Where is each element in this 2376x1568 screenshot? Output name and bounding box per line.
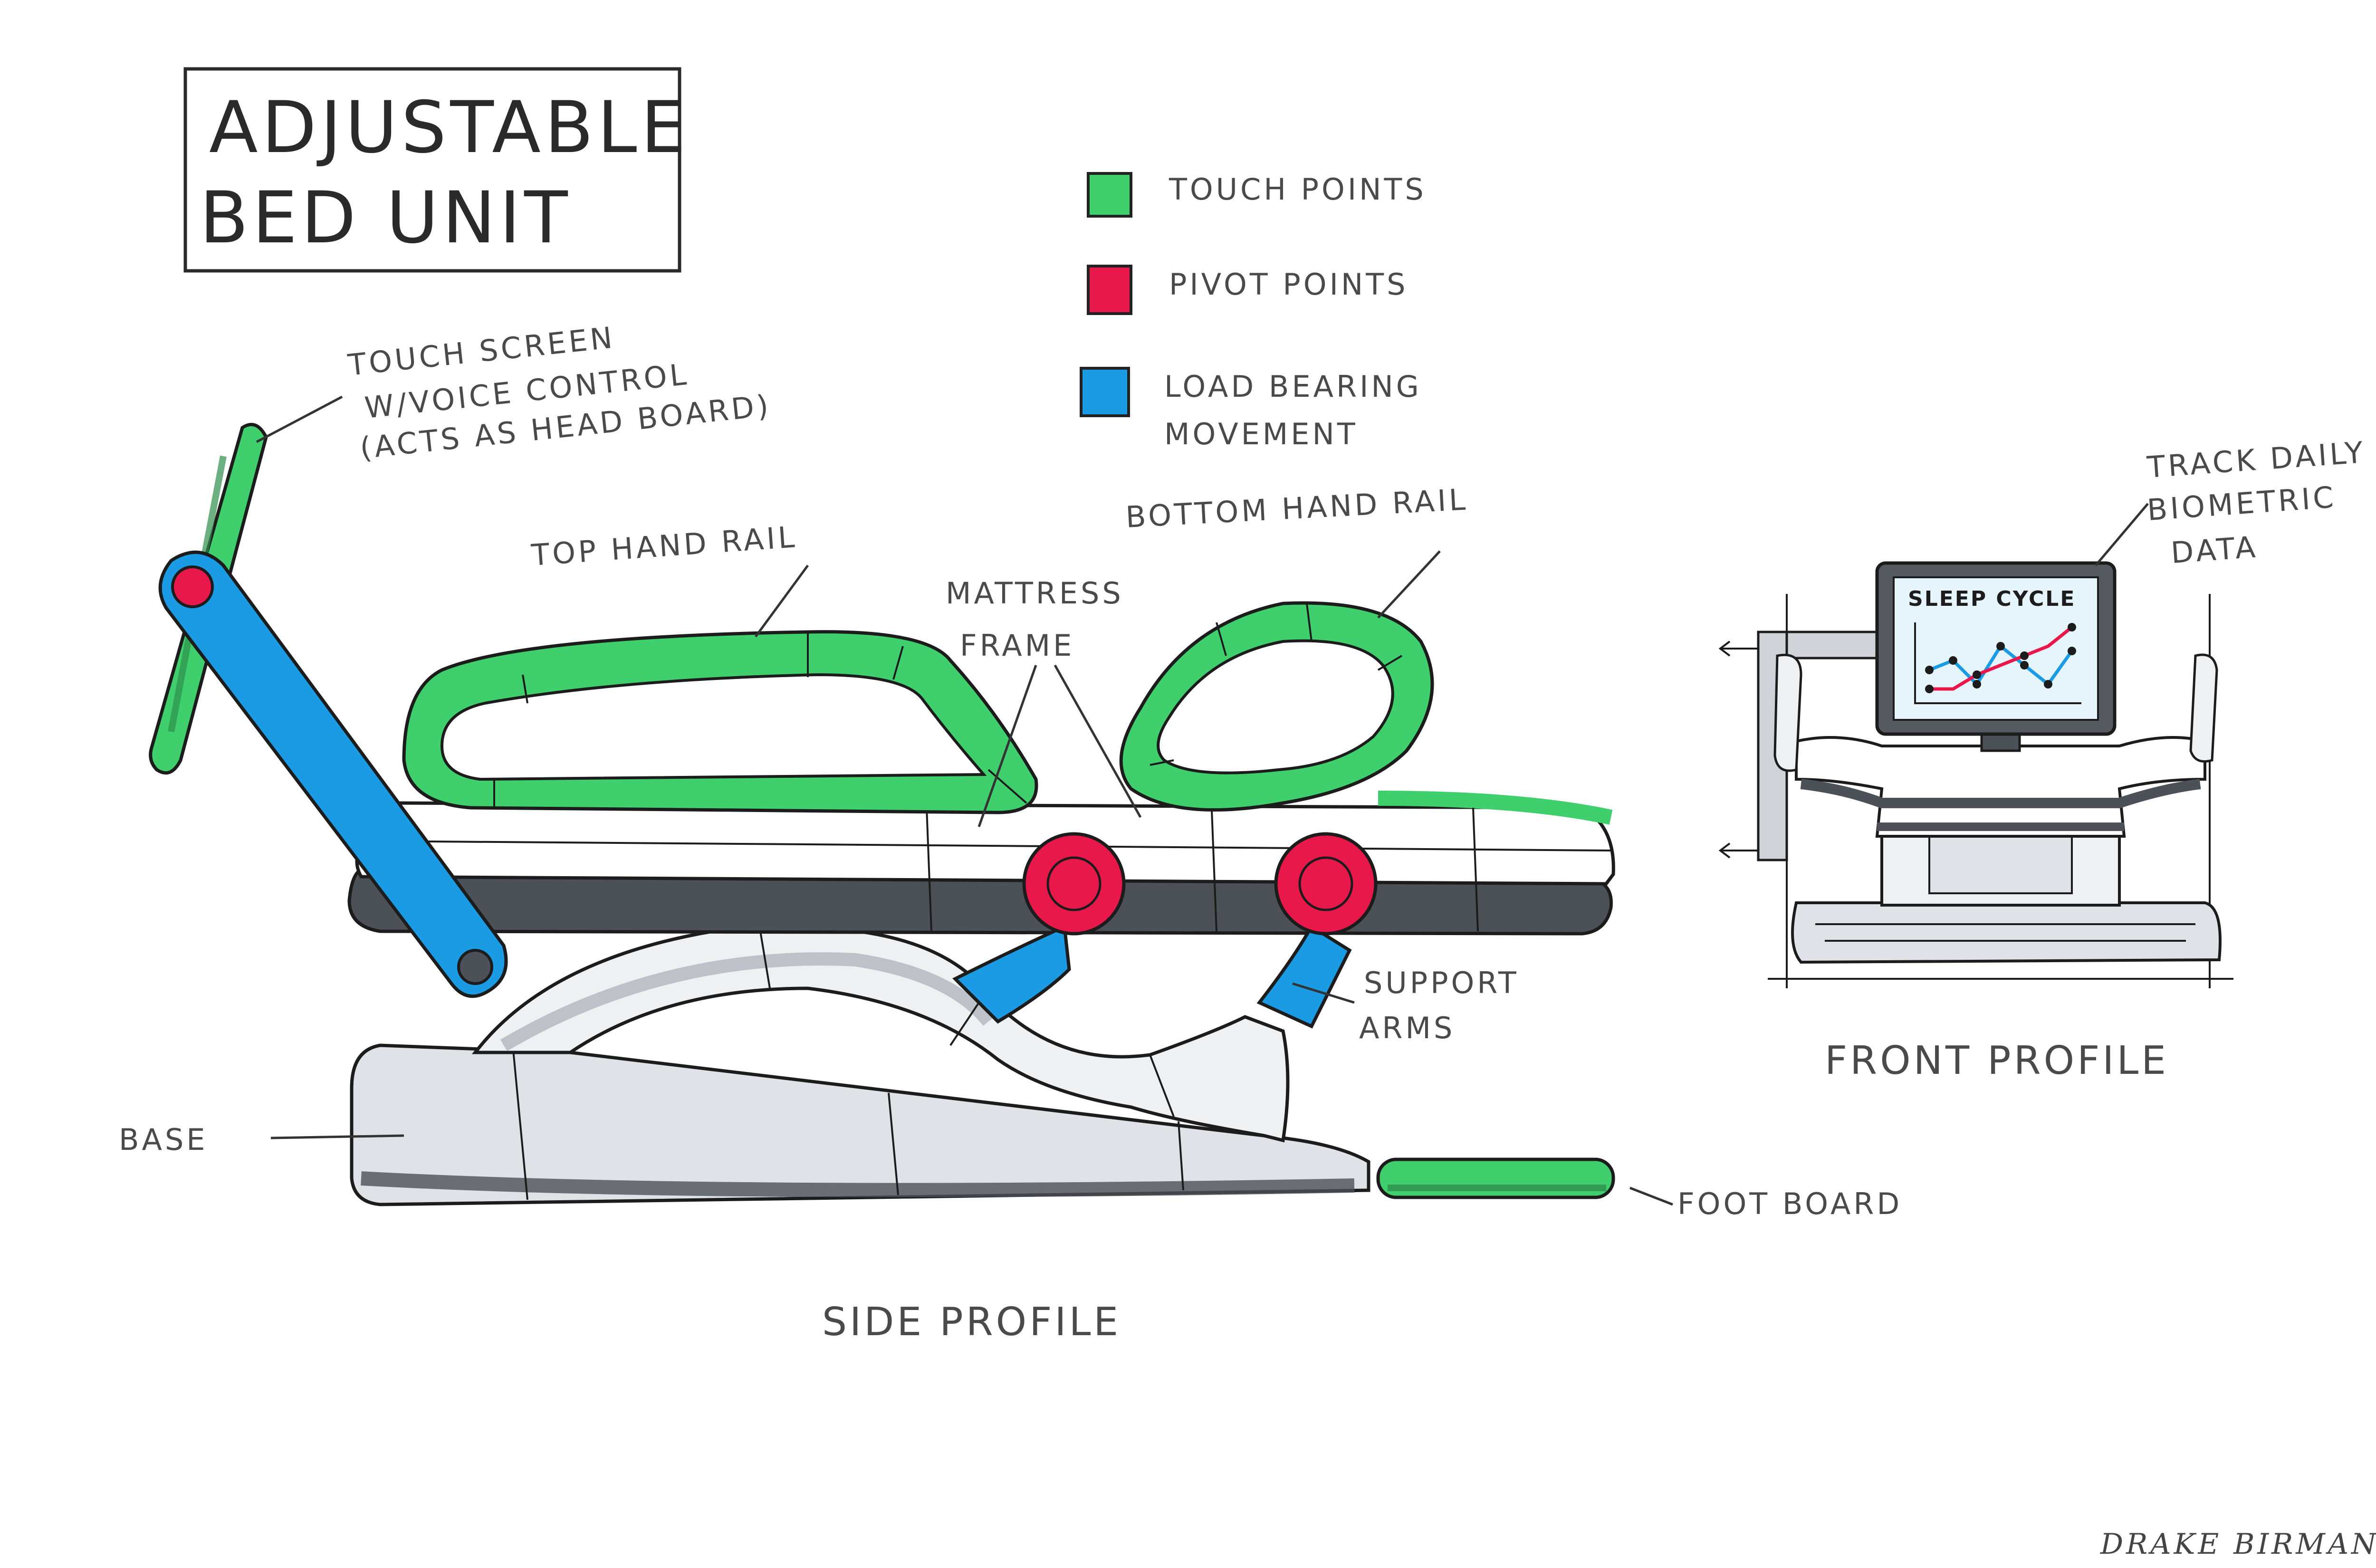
- headboard-pivot-top: [171, 565, 214, 608]
- base-label: BASE: [119, 1122, 208, 1157]
- support-arm-1: [952, 924, 1071, 1024]
- biometric-label-1: TRACK DAILY: [2146, 435, 2367, 485]
- foot-board: [1376, 1157, 1615, 1199]
- mattress-frame-annotation: MATTRESS FRAME: [946, 576, 1142, 827]
- foot-board-annotation: FOOT BOARD: [1629, 1186, 1902, 1221]
- foot-board-label: FOOT BOARD: [1677, 1186, 1902, 1221]
- biometric-label-3: DATA: [2170, 529, 2259, 570]
- support-arms-annotation: SUPPORT ARMS: [1292, 966, 1519, 1045]
- title-box: ADJUSTABLE BED UNIT: [183, 67, 690, 273]
- legend-label-pivot: PIVOT POINTS: [1169, 267, 1408, 302]
- legend-label-load-2: MOVEMENT: [1164, 417, 1358, 451]
- artist-signature: DRAKE BIRMANN: [2100, 1528, 2376, 1561]
- legend-label-load: LOAD BEARING: [1164, 369, 1422, 404]
- front-mattress: [1795, 736, 2206, 838]
- base-annotation: BASE: [119, 1122, 404, 1157]
- legend: TOUCH POINTS PIVOT POINTS LOAD BEARING M…: [1080, 172, 1427, 451]
- support-arms-label-2: ARMS: [1359, 1011, 1455, 1045]
- legend-label-touch: TOUCH POINTS: [1169, 172, 1427, 207]
- pivot-point-1: [1022, 832, 1126, 936]
- support-arm-2: [1256, 924, 1352, 1029]
- front-base: [1791, 901, 2222, 964]
- legend-swatch-load: [1080, 367, 1130, 417]
- side-profile-drawing: [149, 422, 1615, 1206]
- top-hand-rail-annotation: TOP HAND RAIL: [530, 519, 809, 638]
- biometric-label-2: BIOMETRIC: [2146, 479, 2338, 527]
- support-arms-label-1: SUPPORT: [1364, 966, 1519, 1000]
- side-profile-caption: SIDE PROFILE: [822, 1300, 1121, 1345]
- title-line-2: BED UNIT: [200, 177, 572, 259]
- touch-screen-annotation: TOUCH SCREEN W/VOICE CONTROL (ACTS AS HE…: [256, 320, 773, 466]
- bottom-hand-rail-label: BOTTOM HAND RAIL: [1125, 482, 1469, 535]
- headboard-pivot-bottom: [457, 949, 493, 985]
- mattress-frame-label-2: FRAME: [960, 628, 1074, 663]
- front-profile-caption: FRONT PROFILE: [1825, 1038, 2169, 1083]
- top-hand-rail: [402, 630, 1038, 814]
- headboard-arm: [158, 550, 508, 998]
- biometric-annotation: TRACK DAILY BIOMETRIC DATA: [2095, 435, 2367, 570]
- mattress: [355, 801, 1615, 886]
- legend-swatch-pivot: [1087, 265, 1132, 315]
- bottom-hand-rail-annotation: BOTTOM HAND RAIL: [1125, 482, 1469, 619]
- mattress-frame-label-1: MATTRESS: [946, 576, 1124, 611]
- pivot-point-2: [1274, 832, 1378, 936]
- top-hand-rail-label: TOP HAND RAIL: [530, 519, 798, 573]
- sleep-cycle-title: SLEEP CYCLE: [1908, 587, 2076, 611]
- legend-swatch-touch: [1087, 172, 1132, 218]
- bottom-hand-rail: [1119, 601, 1434, 812]
- title-line-1: ADJUSTABLE: [209, 86, 690, 169]
- front-profile-drawing: SLEEP CYCLE: [1718, 561, 2233, 988]
- base: [350, 1043, 1370, 1206]
- sleep-series-red: [1929, 626, 2073, 691]
